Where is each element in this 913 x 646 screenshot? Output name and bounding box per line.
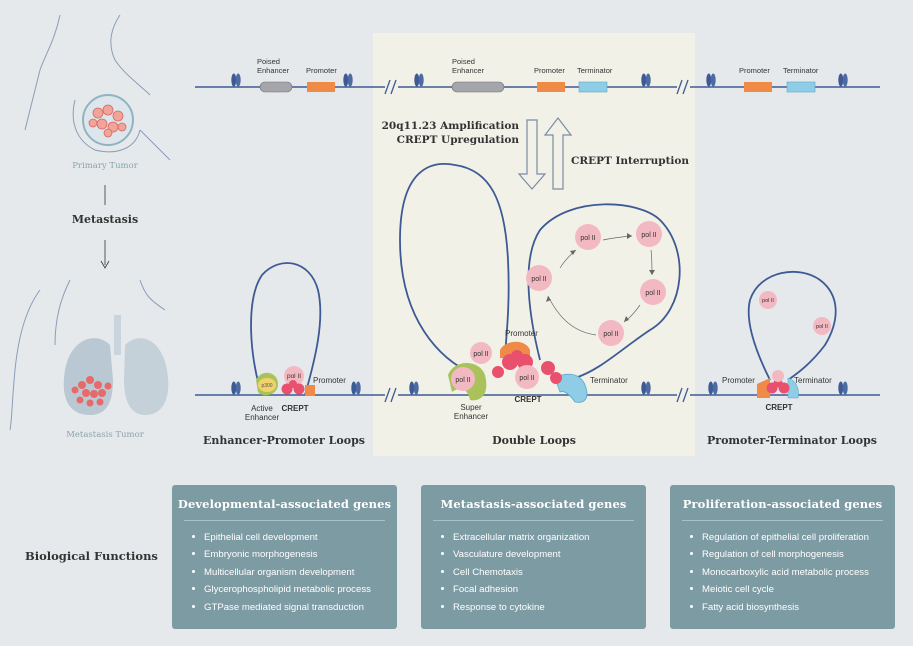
promoter-terminator-loop: pol II pol II Promoter Terminator CREPT xyxy=(722,271,837,412)
list-item: Focal adhesion xyxy=(441,581,646,598)
primary-body-outline xyxy=(24,14,171,161)
svg-text:Active: Active xyxy=(251,404,273,413)
list-item: Cell Chemotaxis xyxy=(441,564,646,581)
svg-text:Promoter: Promoter xyxy=(739,66,770,75)
svg-text:CREPT: CREPT xyxy=(765,403,792,412)
list-item: GTPase mediated signal transduction xyxy=(192,599,397,616)
list-item: Fatty acid biosynthesis xyxy=(690,599,895,616)
svg-text:Enhancer: Enhancer xyxy=(454,412,489,421)
proliferation-genes-title: Proliferation-associated genes xyxy=(682,497,883,511)
list-item: Epithelial cell development xyxy=(192,529,397,546)
primary-tumor-label: Primary Tumor xyxy=(72,161,139,171)
svg-text:Terminator: Terminator xyxy=(577,66,613,75)
list-item: Meiotic cell cycle xyxy=(690,581,895,598)
metastasis-genes-title: Metastasis-associated genes xyxy=(440,497,627,511)
svg-text:pol II: pol II xyxy=(455,377,470,384)
list-item: Embryonic morphogenesis xyxy=(192,546,397,563)
up-arrow xyxy=(543,117,573,190)
svg-text:Enhancer: Enhancer xyxy=(245,413,280,422)
svg-text:Terminator: Terminator xyxy=(590,376,628,385)
enhancer-promoter-loop: p300 pol II Promoter Active Enhancer CRE… xyxy=(245,262,346,422)
top-left-promoter: Promoter xyxy=(306,66,337,92)
svg-text:CREPT: CREPT xyxy=(514,395,541,404)
list-item: Response to cytokine xyxy=(441,599,646,616)
svg-text:pol II: pol II xyxy=(645,290,660,297)
svg-text:Promoter: Promoter xyxy=(534,66,565,75)
metastasis-label: Metastasis xyxy=(72,213,138,226)
primary-tumor-icon xyxy=(82,94,134,146)
list-item: Regulation of cell morphogenesis xyxy=(690,546,895,563)
amplification-label: 20q11.23 Amplification xyxy=(382,120,520,132)
developmental-genes-box: Developmental-associated genes Epithelia… xyxy=(172,485,397,629)
promoter-terminator-title: Promoter-Terminator Loops xyxy=(707,434,877,447)
double-loop: pol II pol II pol II Promoter Terminator… xyxy=(399,163,681,421)
svg-text:Super: Super xyxy=(460,403,482,412)
svg-text:Enhancer: Enhancer xyxy=(452,66,485,75)
biological-functions-label: Biological Functions xyxy=(25,549,158,563)
svg-text:CREPT: CREPT xyxy=(281,404,308,413)
svg-text:Enhancer: Enhancer xyxy=(257,66,290,75)
interruption-label: CREPT Interruption xyxy=(571,155,689,167)
svg-text:pol II: pol II xyxy=(816,324,828,330)
developmental-genes-title: Developmental-associated genes xyxy=(177,497,392,511)
double-loop-title: Double Loops xyxy=(492,434,576,447)
svg-text:Poised: Poised xyxy=(257,57,280,66)
svg-text:Terminator: Terminator xyxy=(794,376,832,385)
top-left-poised-enhancer: Poised Enhancer xyxy=(257,57,293,93)
svg-text:p300: p300 xyxy=(261,383,272,389)
svg-text:pol II: pol II xyxy=(519,375,534,382)
down-arrow xyxy=(517,119,547,190)
lungs-icon xyxy=(63,315,169,415)
svg-text:pol II: pol II xyxy=(641,232,656,239)
svg-text:pol II: pol II xyxy=(531,276,546,283)
list-item: Vasculature development xyxy=(441,546,646,563)
proliferation-genes-box: Proliferation-associated genes Regulatio… xyxy=(670,485,895,629)
svg-text:pol II: pol II xyxy=(603,331,618,338)
list-item: Monocarboxylic acid metabolic process xyxy=(690,564,895,581)
list-item: Regulation of epithelial cell proliferat… xyxy=(690,529,895,546)
svg-text:pol II: pol II xyxy=(287,373,301,380)
list-item: Extracellular matrix organization xyxy=(441,529,646,546)
list-item: Glycerophospholipid metabolic process xyxy=(192,581,397,598)
svg-text:Poised: Poised xyxy=(452,57,475,66)
svg-text:Terminator: Terminator xyxy=(783,66,819,75)
metastasis-arrow xyxy=(100,185,110,269)
upregulation-label: CREPT Upregulation xyxy=(397,134,520,146)
list-item: Multicellular organism development xyxy=(192,564,397,581)
metastasis-tumor-label: Metastasis Tumor xyxy=(66,430,145,440)
top-center-promoter: Promoter xyxy=(534,66,565,92)
svg-text:Promoter: Promoter xyxy=(313,376,346,385)
svg-text:pol II: pol II xyxy=(473,351,488,358)
svg-text:pol II: pol II xyxy=(580,235,595,242)
metastasis-body-outline xyxy=(9,279,166,431)
bottom-dna-strand xyxy=(195,381,880,403)
top-center-poised-enhancer: Poised Enhancer xyxy=(451,57,505,93)
svg-text:Promoter: Promoter xyxy=(722,376,755,385)
top-right-promoter: Promoter xyxy=(739,66,772,92)
enhancer-promoter-title: Enhancer-Promoter Loops xyxy=(203,434,365,447)
svg-text:Promoter: Promoter xyxy=(306,66,337,75)
svg-text:pol II: pol II xyxy=(762,298,774,304)
svg-text:Promoter: Promoter xyxy=(505,329,538,338)
top-center-terminator: Terminator xyxy=(577,66,613,93)
metastasis-genes-box: Metastasis-associated genes Extracellula… xyxy=(421,485,646,629)
top-right-terminator: Terminator xyxy=(783,66,819,93)
